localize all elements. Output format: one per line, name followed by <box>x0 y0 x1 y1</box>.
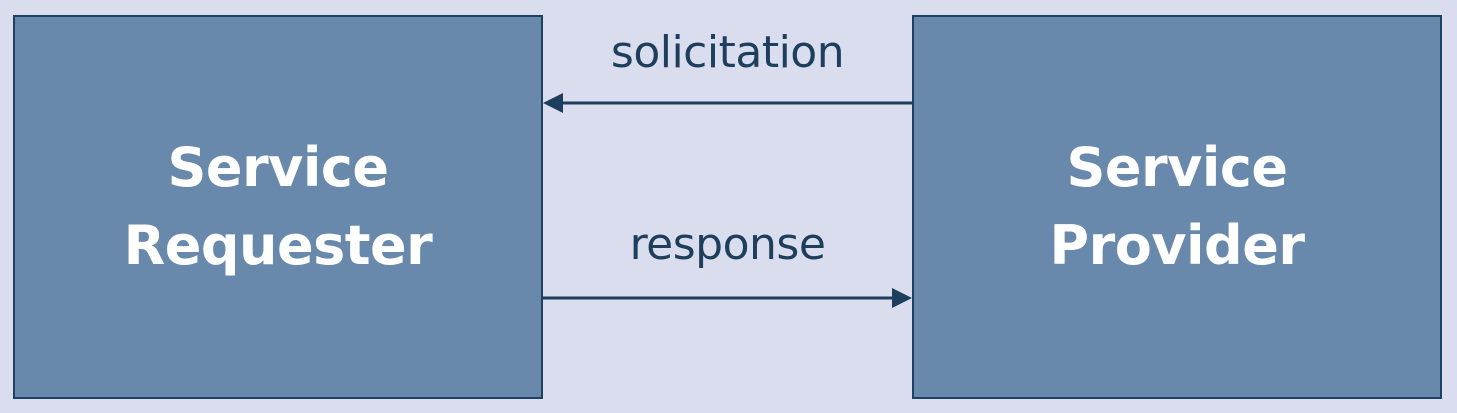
edge-arrow-response-head <box>892 288 912 308</box>
node-service-provider-label-line2: Provider <box>1049 214 1305 277</box>
node-service-provider-label-line1: Service <box>1066 136 1289 199</box>
edge-label-solicitation: solicitation <box>610 27 845 78</box>
node-service-provider: Service Provider <box>912 15 1442 399</box>
node-service-requester-label: Service Requester <box>124 129 433 285</box>
edge-label-response: response <box>629 219 826 270</box>
edge-arrow-response <box>543 288 912 308</box>
node-service-requester-label-line2: Requester <box>123 214 433 277</box>
node-service-requester-label-line1: Service <box>167 136 389 199</box>
edge-arrow-solicitation-head <box>543 93 563 113</box>
node-service-requester: Service Requester <box>13 15 543 399</box>
edge-arrow-solicitation <box>543 93 912 113</box>
node-service-provider-label: Service Provider <box>1050 129 1305 285</box>
